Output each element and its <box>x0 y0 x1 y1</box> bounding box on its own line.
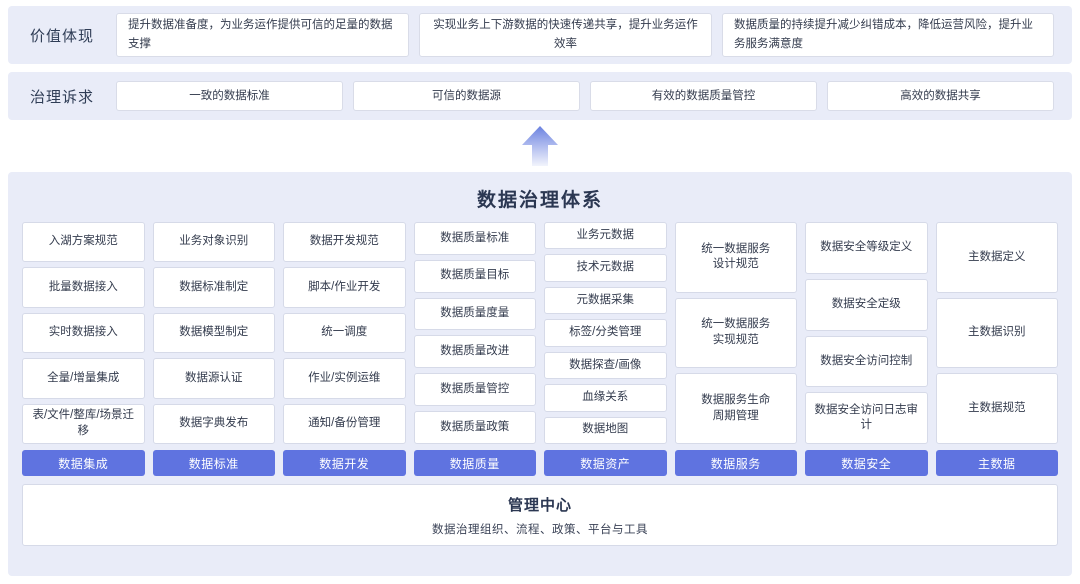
category-label[interactable]: 数据服务 <box>674 450 797 476</box>
value-card[interactable]: 提升数据准备度，为业务运作提供可信的足量的数据支撑 <box>116 13 409 57</box>
value-row: 价值体现 提升数据准备度，为业务运作提供可信的足量的数据支撑 实现业务上下游数据… <box>8 6 1072 64</box>
demand-card[interactable]: 一致的数据标准 <box>116 81 343 111</box>
management-center-card[interactable]: 管理中心 数据治理组织、流程、政策、平台与工具 <box>22 484 1058 546</box>
capability-cell[interactable]: 批量数据接入 <box>22 267 145 308</box>
column-items: 入湖方案规范 批量数据接入 实时数据接入 全量/增量集成 表/文件/整库/场景迁… <box>22 222 145 445</box>
capability-cell[interactable]: 技术元数据 <box>544 254 667 282</box>
capability-cell[interactable]: 表/文件/整库/场景迁移 <box>22 403 145 445</box>
capability-cell[interactable]: 作业/实例运维 <box>283 358 406 399</box>
capability-cell[interactable]: 数据地图 <box>544 416 667 444</box>
capability-cell[interactable]: 数据标准制定 <box>152 267 275 308</box>
demand-card[interactable]: 可信的数据源 <box>353 81 580 111</box>
column-items: 数据安全等级定义 数据安全定级 数据安全访问控制 数据安全访问日志审计 <box>805 222 928 444</box>
capability-cell[interactable]: 主数据定义 <box>935 222 1058 293</box>
capability-cell[interactable]: 数据质量政策 <box>413 411 536 444</box>
value-card[interactable]: 数据质量的持续提升减少纠错成本，降低运营风险，提升业务服务满意度 <box>722 13 1054 57</box>
column-items: 业务对象识别 数据标准制定 数据模型制定 数据源认证 数据字典发布 <box>152 222 275 445</box>
demand-card[interactable]: 高效的数据共享 <box>827 81 1054 111</box>
capability-column-data-quality: 数据质量标准 数据质量目标 数据质量度量 数据质量改进 数据质量管控 数据质量政… <box>413 222 536 476</box>
value-row-label: 价值体现 <box>29 27 94 45</box>
category-label[interactable]: 数据集成 <box>22 450 145 476</box>
demand-row-label: 治理诉求 <box>29 88 94 106</box>
capability-cell[interactable]: 元数据采集 <box>544 286 667 315</box>
capability-cell[interactable]: 全量/增量集成 <box>22 358 145 399</box>
capability-cell[interactable]: 统一数据服务 实现规范 <box>674 297 797 369</box>
category-label[interactable]: 数据开发 <box>283 450 406 476</box>
capability-cell[interactable]: 数据质量目标 <box>413 259 536 293</box>
capability-column-data-asset: 业务元数据 技术元数据 元数据采集 标签/分类管理 数据探查/画像 血缘关系 数… <box>544 222 667 476</box>
capability-cell[interactable]: 脚本/作业开发 <box>283 267 406 308</box>
column-items: 业务元数据 技术元数据 元数据采集 标签/分类管理 数据探查/画像 血缘关系 数… <box>544 222 667 444</box>
demand-row-cards: 一致的数据标准 可信的数据源 有效的数据质量管控 高效的数据共享 <box>116 81 1072 111</box>
demand-card[interactable]: 有效的数据质量管控 <box>590 81 817 111</box>
category-label[interactable]: 数据资产 <box>544 450 667 476</box>
value-row-cards: 提升数据准备度，为业务运作提供可信的足量的数据支撑 实现业务上下游数据的快速传递… <box>116 13 1072 57</box>
capability-column-data-security: 数据安全等级定义 数据安全定级 数据安全访问控制 数据安全访问日志审计 数据安全 <box>805 222 928 476</box>
capability-column-master-data: 主数据定义 主数据识别 主数据规范 主数据 <box>935 222 1058 476</box>
capability-column-data-integration: 入湖方案规范 批量数据接入 实时数据接入 全量/增量集成 表/文件/整库/场景迁… <box>22 222 145 476</box>
capability-cell[interactable]: 数据质量改进 <box>413 335 536 369</box>
column-items: 统一数据服务 设计规范 统一数据服务 实现规范 数据服务生命 周期管理 <box>674 222 797 445</box>
capability-cell[interactable]: 入湖方案规范 <box>22 222 145 263</box>
capability-column-data-development: 数据开发规范 脚本/作业开发 统一调度 作业/实例运维 通知/备份管理 数据开发 <box>283 222 406 476</box>
capability-cell[interactable]: 数据模型制定 <box>152 312 275 354</box>
category-label[interactable]: 主数据 <box>935 450 1058 476</box>
capability-cell[interactable]: 数据安全访问日志审计 <box>805 392 928 444</box>
demand-row: 治理诉求 一致的数据标准 可信的数据源 有效的数据质量管控 高效的数据共享 <box>8 72 1072 120</box>
capability-cell[interactable]: 标签/分类管理 <box>544 319 667 347</box>
arrow-up-icon <box>522 126 558 166</box>
capability-cell[interactable]: 通知/备份管理 <box>283 403 406 445</box>
column-items: 数据质量标准 数据质量目标 数据质量度量 数据质量改进 数据质量管控 数据质量政… <box>413 222 536 444</box>
value-card[interactable]: 实现业务上下游数据的快速传递共享，提升业务运作效率 <box>419 13 712 57</box>
capability-cell[interactable]: 实时数据接入 <box>22 312 145 354</box>
category-label[interactable]: 数据标准 <box>152 450 275 476</box>
capability-cell[interactable]: 数据探查/画像 <box>544 351 667 380</box>
capability-cell[interactable]: 业务元数据 <box>544 222 667 250</box>
capability-cell[interactable]: 血缘关系 <box>544 384 667 412</box>
arrow-up-container <box>0 124 1080 168</box>
panel-title: 数据治理体系 <box>476 190 603 211</box>
capability-columns: 入湖方案规范 批量数据接入 实时数据接入 全量/增量集成 表/文件/整库/场景迁… <box>22 222 1058 476</box>
capability-cell[interactable]: 数据质量管控 <box>413 373 536 407</box>
column-items: 主数据定义 主数据识别 主数据规范 <box>935 222 1058 445</box>
management-center-title: 管理中心 <box>507 496 572 514</box>
capability-cell[interactable]: 数据质量标准 <box>413 222 536 255</box>
capability-cell[interactable]: 数据服务生命 周期管理 <box>674 373 797 445</box>
capability-cell[interactable]: 业务对象识别 <box>152 222 275 263</box>
capability-cell[interactable]: 统一数据服务 设计规范 <box>674 222 797 293</box>
capability-cell[interactable]: 主数据规范 <box>935 373 1058 445</box>
capability-cell[interactable]: 数据源认证 <box>152 358 275 399</box>
column-items: 数据开发规范 脚本/作业开发 统一调度 作业/实例运维 通知/备份管理 <box>283 222 406 445</box>
governance-system-panel: 数据治理体系 入湖方案规范 批量数据接入 实时数据接入 全量/增量集成 表/文件… <box>8 172 1072 576</box>
capability-cell[interactable]: 数据字典发布 <box>152 403 275 445</box>
capability-cell[interactable]: 数据质量度量 <box>413 297 536 331</box>
capability-column-data-standard: 业务对象识别 数据标准制定 数据模型制定 数据源认证 数据字典发布 数据标准 <box>152 222 275 476</box>
capability-cell[interactable]: 数据安全等级定义 <box>805 222 928 274</box>
category-label[interactable]: 数据质量 <box>413 450 536 476</box>
management-center-subtitle: 数据治理组织、流程、政策、平台与工具 <box>432 523 648 536</box>
capability-cell[interactable]: 数据安全定级 <box>805 278 928 331</box>
capability-cell[interactable]: 统一调度 <box>283 312 406 354</box>
capability-cell[interactable]: 主数据识别 <box>935 297 1058 369</box>
capability-cell[interactable]: 数据开发规范 <box>283 222 406 263</box>
capability-column-data-service: 统一数据服务 设计规范 统一数据服务 实现规范 数据服务生命 周期管理 数据服务 <box>674 222 797 476</box>
category-label[interactable]: 数据安全 <box>805 450 928 476</box>
capability-cell[interactable]: 数据安全访问控制 <box>805 335 928 388</box>
